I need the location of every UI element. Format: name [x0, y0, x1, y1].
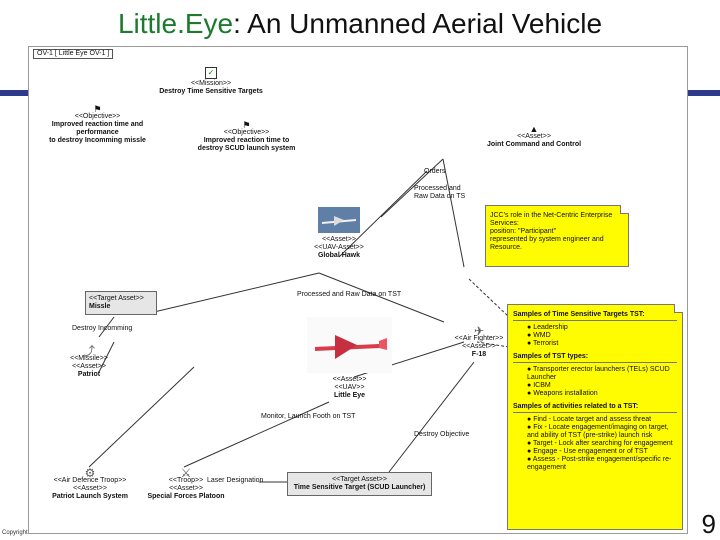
copyright-footer: Copyright	[2, 530, 28, 536]
tst-note-heading-2: Samples of TST types:	[513, 353, 677, 363]
jcc-name: Joint Command and Control	[486, 141, 582, 148]
diagram-header: OV-1 [ Little Eye OV-1 ]	[33, 49, 114, 59]
tst-note-heading-3: Samples of activities related to a TST:	[513, 403, 677, 413]
patriot-launch-name: Patriot Launch System	[52, 493, 128, 500]
monitor-label: Monitor, Launch Footh on TST	[261, 413, 356, 420]
mission-name: Destroy Time Sensitive Targets	[159, 88, 263, 95]
title-rest: : An Unmanned Aerial Vehicle	[233, 8, 603, 39]
global-hawk-stereotype-2: <<UAV-Asset>>	[314, 244, 364, 251]
tst-note-item-1-3: Terrorist	[527, 340, 677, 348]
mission-node: ✓ <<Mission>> Destroy Time Sensitive Tar…	[126, 67, 296, 96]
tst-note-item-1-1: Leadership	[527, 324, 677, 332]
tst-node: <<Target Asset>> Time Sensitive Target (…	[287, 472, 432, 496]
special-forces-stereotype-2: <<Asset>>	[169, 485, 203, 492]
missle-stereotype: <<Target Asset>>	[89, 295, 144, 302]
mission-stereotype: <<Mission>>	[190, 80, 232, 87]
tst-note-item-3-2: Fix - Locate engagement/imaging on targe…	[527, 424, 677, 440]
jcc-note-line-3: represented by system engineer and Resou…	[490, 236, 604, 251]
orders-label: Orders	[424, 168, 446, 175]
tst-note-item-3-4: Engage - Use engagement or of TST	[527, 448, 677, 456]
little-eye-stereotype-2: <<UAV>>	[334, 384, 365, 391]
patriot-launch-node: ⚙ <<Air Defence Troop>> <<Asset>> Patrio…	[45, 466, 135, 501]
tst-note-item-3-3: Target - Lock after searching for engage…	[527, 440, 677, 448]
tst-note-heading-1: Samples of Time Sensitive Targets TST:	[513, 311, 677, 321]
special-forces-node: ⚔ <<Troop>> <<Asset>> Special Forces Pla…	[141, 466, 231, 501]
objective-1-line-3: to destroy Incomming missle	[49, 137, 146, 144]
patriot-name: Patriot	[77, 371, 101, 378]
flag-icon: ⚑	[93, 104, 102, 114]
f18-stereotype-2: <<Asset>>	[462, 343, 496, 350]
processed-raw-label: Processed and Raw Data on TST	[297, 291, 402, 298]
flag-icon: ⚑	[242, 120, 251, 130]
patriot-launch-stereotype-2: <<Asset>>	[73, 485, 107, 492]
tst-stereotype: <<Target Asset>>	[332, 476, 387, 483]
missile-icon: ⤴	[82, 344, 95, 358]
jet-icon: ✈	[473, 324, 485, 338]
processed-label: Processed and Raw Data on TS	[414, 185, 466, 200]
destroy-label: Destroy Incomming	[72, 325, 133, 332]
jcc-note-line-1: JCC's role in the Net-Centric Enterprise…	[490, 212, 613, 227]
ov1-diagram-canvas: OV-1 [ Little Eye OV-1 ] ✓ <<Mission>> D…	[28, 46, 688, 534]
special-forces-name: Special Forces Platoon	[147, 493, 225, 500]
soldier-icon: ⚔	[180, 466, 192, 480]
jcc-node: ▲ <<Asset>> Joint Command and Control	[474, 125, 594, 149]
patriot-launch-stereotype-1: <<Air Defence Troop>>	[53, 477, 127, 484]
laser-label: Laser Designation	[207, 477, 264, 484]
f18-stereotype: <<Air Fighter>>	[454, 335, 504, 342]
little-eye-image	[307, 317, 392, 373]
tst-note-item-2-1: Transporter erector launchers (TELs) SCU…	[527, 366, 677, 382]
tst-note-item-2-3: Weapons installation	[527, 390, 677, 398]
jcc-stereotype: <<Asset>>	[517, 133, 551, 140]
title-brand: Little.Eye	[117, 8, 234, 39]
global-hawk-node: <<Asset>> <<UAV-Asset>> Global Hawk	[304, 207, 374, 260]
global-hawk-name: Global Hawk	[317, 252, 360, 259]
little-eye-name: Little Eye	[333, 392, 366, 399]
connector-lines	[88, 158, 510, 483]
objective-1-line-1: Improved reaction time and	[51, 121, 144, 128]
mission-icon: ✓	[205, 67, 217, 79]
special-forces-stereotype-1: <<Troop>>	[168, 477, 204, 484]
patriot-node: ⤴ <<Missile>> <<Asset>> Patriot	[59, 344, 119, 379]
patriot-stereotype-1: <<Missile>>	[70, 355, 108, 362]
global-hawk-stereotype-1: <<Asset>>	[322, 236, 356, 243]
patriot-stereotype-2: <<Asset>>	[72, 363, 106, 370]
objective-2-line-1: Improved reaction time to	[203, 137, 290, 144]
objective-node-2: ⚑ <<Objective>> Improved reaction time t…	[179, 121, 314, 153]
jcc-icon: ▲	[529, 124, 539, 134]
objective-node-1: ⚑ <<Objective>> Improved reaction time a…	[35, 105, 160, 145]
little-eye-stereotype-1: <<Asset>>	[332, 376, 367, 383]
jcc-note-line-2: position: "Participant"	[490, 228, 557, 235]
objective-1-stereotype: <<Objective>>	[74, 113, 121, 120]
objective-2-stereotype: <<Objective>>	[223, 129, 270, 136]
destroy-objective-label: Destroy Objective	[414, 431, 470, 438]
missle-name: Missle	[89, 303, 111, 310]
f18-node: ✈ <<Air Fighter>> <<Asset>> F-18	[449, 324, 509, 359]
tst-note-item-3-5: Assess - Post-strike engagement/specific…	[527, 456, 677, 472]
objective-2-line-2: destroy SCUD launch system	[197, 145, 296, 152]
little-eye-node: <<Asset>> <<UAV>> Little Eye	[307, 317, 392, 400]
missle-node: <<Target Asset>> Missle	[85, 291, 157, 315]
jcc-note: JCC's role in the Net-Centric Enterprise…	[485, 205, 629, 267]
troop-icon: ⚙	[84, 466, 96, 480]
page-number: 9	[701, 509, 716, 539]
tst-name: Time Sensitive Target (SCUD Launcher)	[293, 484, 426, 491]
f18-name: F-18	[471, 351, 487, 358]
tst-note-item-1-2: WMD	[527, 332, 677, 340]
tst-note: Samples of Time Sensitive Targets TST: L…	[507, 304, 683, 530]
slide-title: Little.Eye: An Unmanned Aerial Vehicle	[0, 8, 720, 40]
tst-note-item-3-1: Find - Locate target and assess threat	[527, 416, 677, 424]
global-hawk-image	[318, 207, 360, 233]
objective-1-line-2: performance	[76, 129, 119, 136]
tst-note-item-2-2: ICBM	[527, 382, 677, 390]
